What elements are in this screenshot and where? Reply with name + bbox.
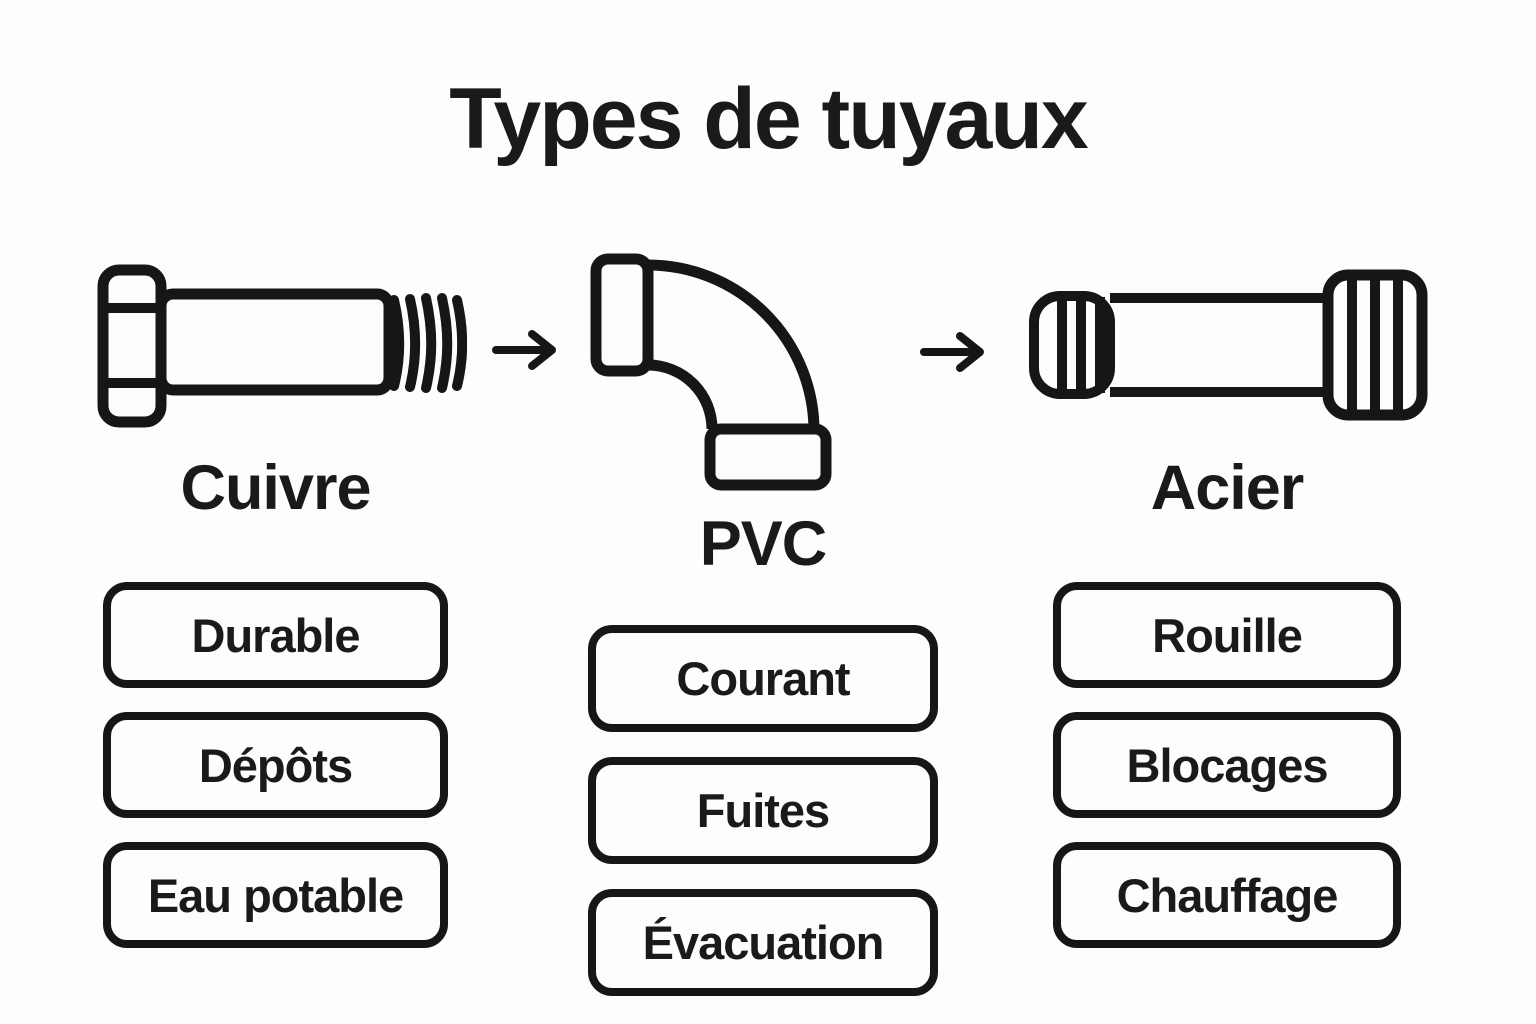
right-arrow-icon [490,325,562,375]
steel-pipe-icon [1028,268,1428,422]
pvc-elbow-icon [590,253,838,491]
column-label-cuivre: Cuivre [180,453,371,523]
feature-box-pvc-courant: Courant [588,625,938,732]
column-label-acier: Acier [1150,453,1305,523]
feature-box-cuivre-durable: Durable [103,582,448,688]
feature-box-pvc-evacuation: Évacuation [588,889,938,996]
right-arrow-icon [918,327,990,377]
feature-box-acier-rouille: Rouille [1053,582,1401,688]
feature-box-acier-chauffage: Chauffage [1053,842,1401,948]
feature-box-cuivre-eau-potable: Eau potable [103,842,448,948]
feature-box-acier-blocages: Blocages [1053,712,1401,818]
feature-box-cuivre-depots: Dépôts [103,712,448,818]
copper-pipe-icon [95,258,467,430]
column-label-pvc: PVC [699,509,828,579]
feature-box-pvc-fuites: Fuites [588,757,938,864]
page-title: Types de tuyaux [449,71,1089,167]
